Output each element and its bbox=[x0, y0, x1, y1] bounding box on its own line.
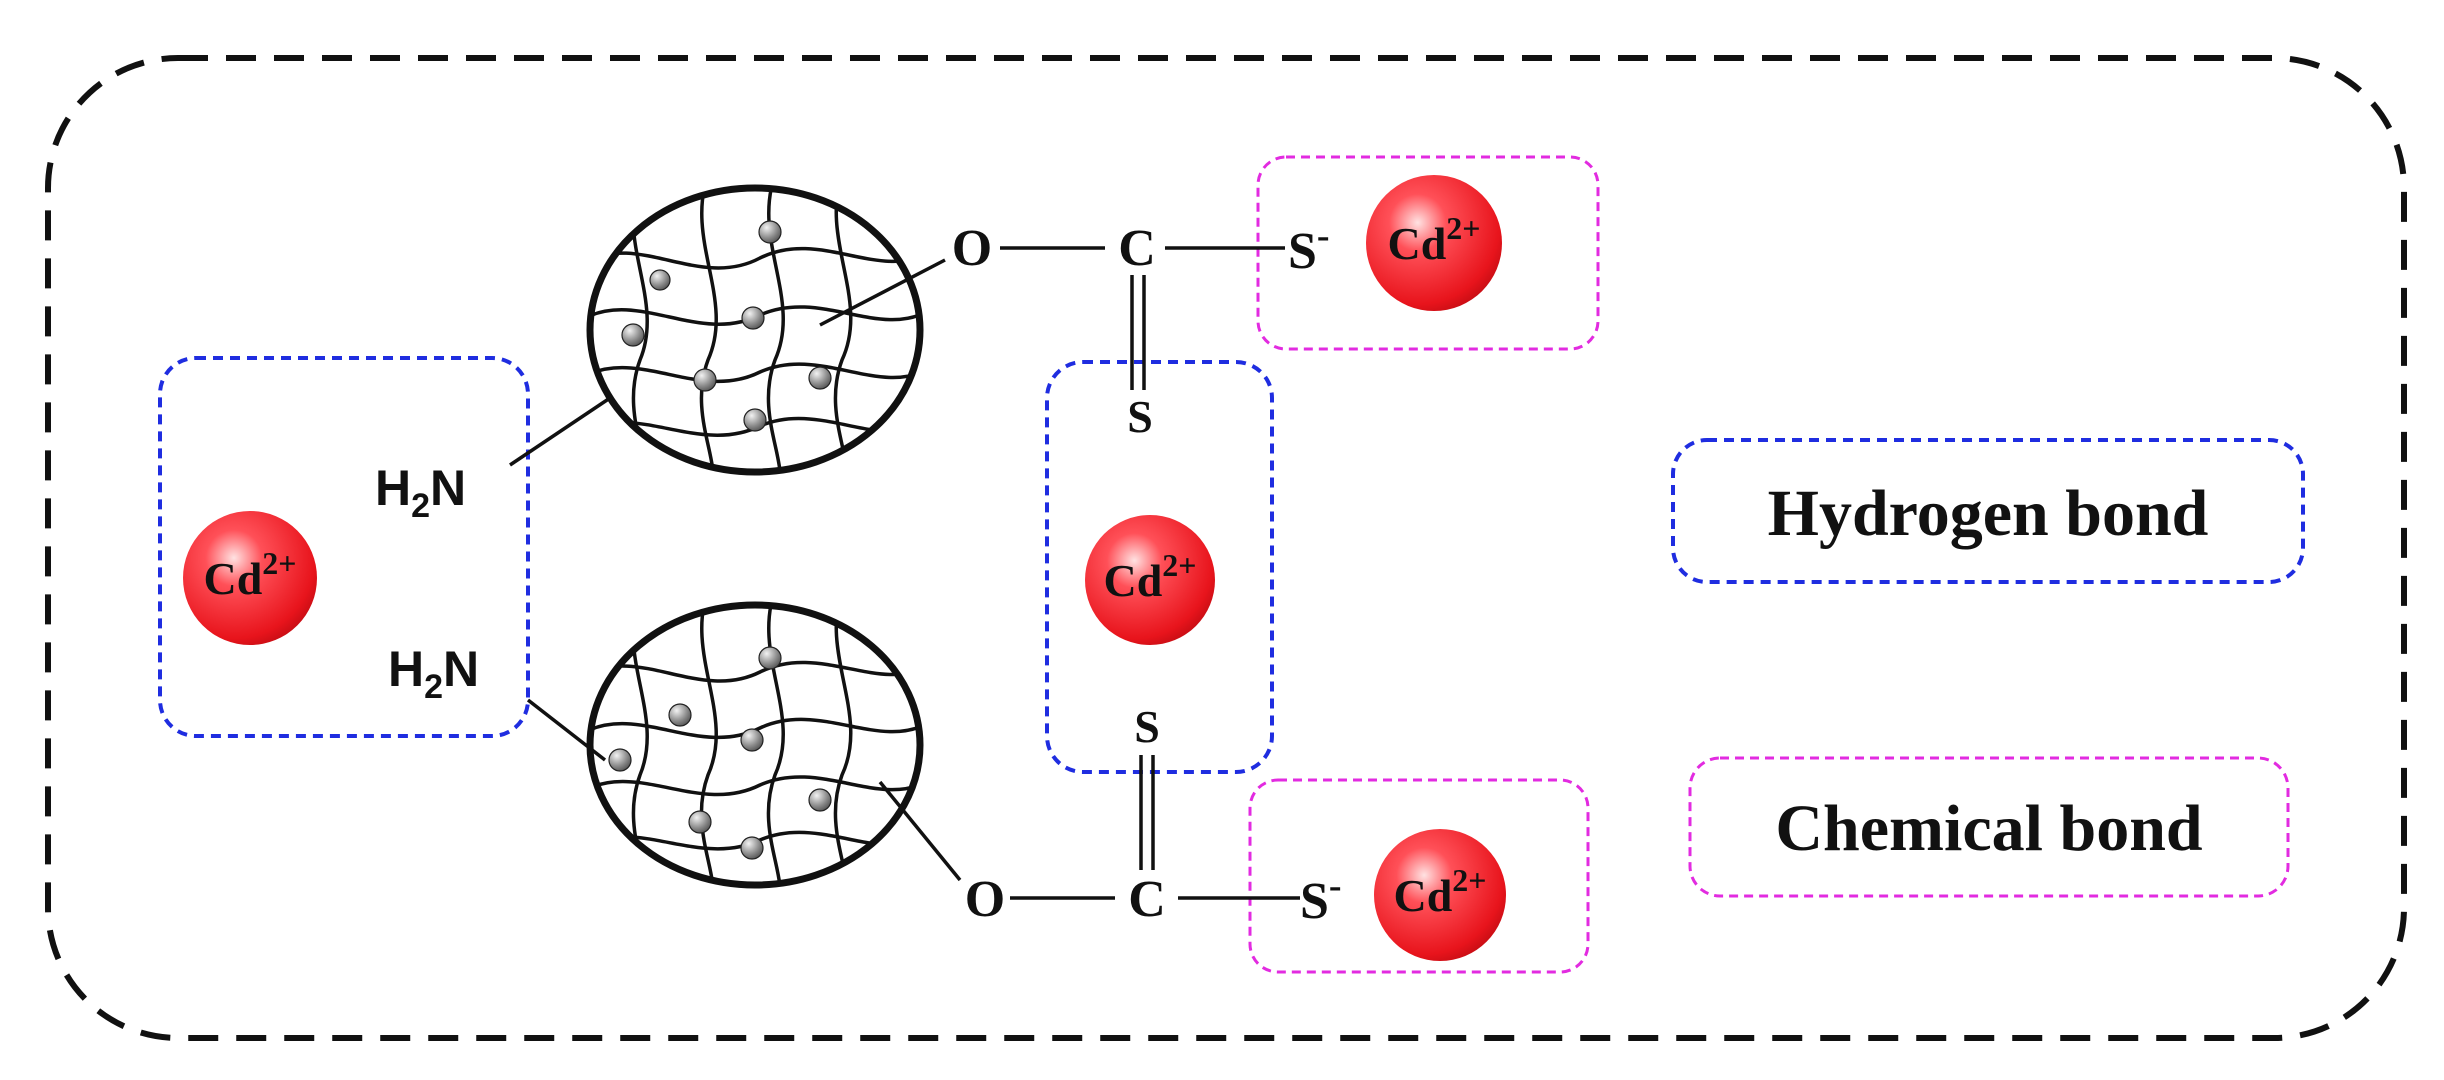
carbon-atom-upper: C bbox=[1118, 220, 1156, 277]
svg-text:Cd2+: Cd2+ bbox=[1393, 862, 1486, 921]
sulfur-double-lower: S bbox=[1134, 701, 1160, 752]
legend-chemical-box bbox=[1688, 756, 2290, 898]
svg-text:Cd2+: Cd2+ bbox=[1103, 547, 1196, 606]
chemical-bond-box-upper bbox=[1256, 155, 1600, 351]
svg-text:Cd2+: Cd2+ bbox=[1387, 210, 1480, 269]
cadmium-ion-left: Cd2+ bbox=[183, 511, 317, 645]
legend-hydrogen-box bbox=[1671, 438, 2305, 584]
oxygen-atom-upper: O bbox=[952, 220, 992, 277]
legend-hydrogen-bond-label: Hydrogen bond bbox=[1768, 477, 2209, 550]
oxygen-atom-lower: O bbox=[965, 871, 1005, 928]
amine-group-upper: H2N bbox=[375, 460, 466, 525]
bond-lines bbox=[509, 246, 1300, 900]
sulfur-double-upper: S bbox=[1127, 391, 1153, 442]
polymer-sphere-top bbox=[586, 184, 924, 476]
chemical-bond-box-lower bbox=[1248, 778, 1590, 974]
legend-chemical-bond-label: Chemical bond bbox=[1775, 792, 2202, 865]
svg-text:Cd2+: Cd2+ bbox=[203, 545, 296, 604]
carbon-atom-lower: C bbox=[1128, 871, 1166, 928]
outer-frame bbox=[45, 55, 2407, 1041]
sulfur-anion-upper: S- bbox=[1288, 215, 1330, 280]
cadmium-ion-lower-right: Cd2+ bbox=[1374, 829, 1506, 961]
hydrogen-bond-box-center bbox=[1045, 360, 1274, 774]
amine-group-lower: H2N bbox=[388, 641, 479, 706]
cadmium-ion-upper-right: Cd2+ bbox=[1366, 175, 1502, 311]
polymer-sphere-bottom bbox=[586, 601, 924, 889]
sulfur-anion-lower: S- bbox=[1300, 865, 1342, 930]
cadmium-ion-center: Cd2+ bbox=[1085, 515, 1215, 645]
